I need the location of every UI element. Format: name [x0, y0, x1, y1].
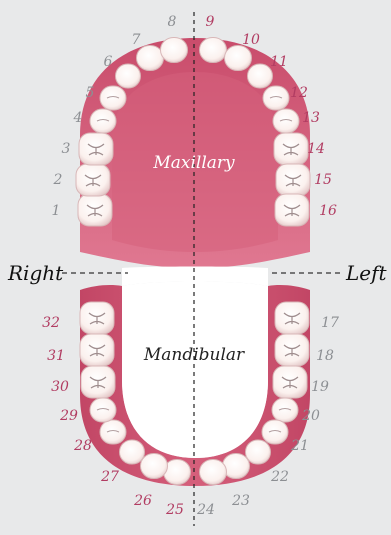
lower-tooth	[120, 440, 145, 464]
upper-tooth	[90, 109, 116, 133]
lower-tooth	[90, 398, 116, 422]
upper-tooth	[79, 133, 113, 165]
upper-tooth-number: 15	[314, 172, 332, 188]
upper-tooth-number: 3	[62, 141, 71, 157]
lower-tooth-number: 32	[42, 315, 60, 331]
lower-tooth-number: 23	[231, 493, 250, 509]
upper-tooth-number: 11	[270, 54, 288, 70]
lower-tooth	[275, 302, 309, 334]
upper-tooth	[248, 64, 273, 88]
lower-tooth-number: 28	[73, 438, 92, 454]
upper-tooth	[78, 194, 112, 226]
upper-tooth-number: 1	[52, 203, 61, 219]
upper-tooth	[274, 133, 308, 165]
tooth-crown	[90, 109, 116, 133]
tooth-crown	[273, 109, 299, 133]
mandibular-label: Mandibular	[143, 345, 245, 365]
tooth-crown	[263, 86, 289, 110]
tooth-crown	[161, 38, 188, 63]
mandibular-floor	[122, 282, 268, 459]
upper-tooth-number: 9	[206, 14, 215, 30]
upper-tooth	[273, 109, 299, 133]
upper-tooth	[200, 38, 227, 63]
tooth-crown	[200, 460, 227, 485]
upper-tooth	[161, 38, 188, 63]
left-side-label: Left	[345, 261, 388, 285]
lower-tooth	[246, 440, 271, 464]
lower-tooth-number: 26	[133, 493, 152, 509]
lower-tooth	[81, 366, 115, 398]
lower-tooth	[100, 420, 126, 444]
upper-tooth	[76, 164, 110, 196]
upper-tooth-number: 12	[290, 85, 308, 101]
tooth-crown	[272, 398, 298, 422]
upper-tooth	[263, 86, 289, 110]
tooth-crown	[141, 454, 168, 479]
lower-tooth-number: 22	[270, 469, 289, 485]
lower-tooth	[200, 460, 227, 485]
lower-tooth	[272, 398, 298, 422]
lower-tooth-number: 31	[47, 348, 65, 364]
tooth-crown	[137, 46, 164, 71]
upper-tooth-number: 14	[307, 141, 325, 157]
lower-tooth-number: 29	[59, 408, 78, 424]
lower-tooth	[273, 366, 307, 398]
tooth-crown	[246, 440, 271, 464]
lower-tooth-number: 30	[51, 379, 69, 395]
tooth-crown	[248, 64, 273, 88]
upper-tooth-number: 16	[319, 203, 337, 219]
lower-tooth	[275, 334, 309, 366]
tooth-crown	[225, 46, 252, 71]
tooth-crown	[100, 420, 126, 444]
upper-tooth	[116, 64, 141, 88]
lower-tooth-number: 20	[301, 408, 320, 424]
upper-tooth-number: 7	[132, 32, 141, 48]
upper-tooth-number: 6	[104, 54, 113, 70]
tooth-crown	[116, 64, 141, 88]
upper-tooth-number: 10	[242, 32, 260, 48]
lower-tooth-number: 21	[290, 438, 309, 454]
upper-tooth-number: 2	[53, 172, 63, 188]
lower-tooth	[80, 302, 114, 334]
upper-tooth-number: 13	[302, 110, 320, 126]
tooth-crown	[120, 440, 145, 464]
upper-tooth	[275, 194, 309, 226]
tooth-crown	[100, 86, 126, 110]
lower-tooth-number: 27	[100, 469, 119, 485]
lower-tooth	[262, 420, 288, 444]
upper-tooth-number: 8	[168, 14, 177, 30]
lower-tooth-number: 25	[165, 502, 184, 518]
right-side-label: Right	[7, 261, 64, 285]
tooth-crown	[262, 420, 288, 444]
lower-tooth-number: 17	[321, 315, 339, 331]
tooth-crown	[200, 38, 227, 63]
upper-tooth-number: 5	[86, 85, 95, 101]
lower-tooth-number: 18	[316, 348, 334, 364]
upper-tooth	[225, 46, 252, 71]
upper-tooth	[276, 164, 310, 196]
maxillary-label: Maxillary	[152, 153, 235, 173]
upper-tooth-number: 4	[73, 110, 83, 126]
tooth-crown	[90, 398, 116, 422]
lower-tooth-number: 19	[311, 379, 329, 395]
upper-tooth	[100, 86, 126, 110]
lower-tooth	[80, 334, 114, 366]
lower-tooth-number: 24	[196, 502, 215, 518]
lower-tooth	[141, 454, 168, 479]
upper-tooth	[137, 46, 164, 71]
